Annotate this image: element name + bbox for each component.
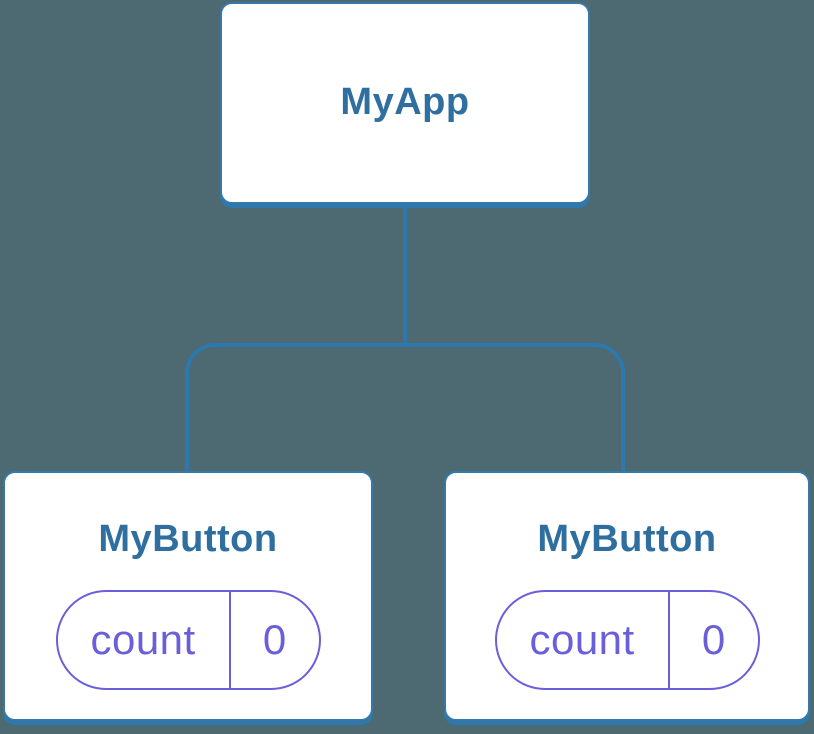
state-key-label: count [497, 591, 670, 688]
child-component-label: MyButton [98, 518, 278, 560]
state-value: 0 [262, 615, 287, 663]
state-pill: count 0 [494, 589, 760, 690]
state-pill: count 0 [55, 589, 321, 690]
root-connector-line [403, 206, 407, 346]
child-component-label: MyButton [537, 518, 717, 560]
state-value: 0 [701, 615, 726, 663]
root-component-card: MyApp [220, 2, 590, 204]
state-key-label: count [58, 591, 231, 688]
child-component-card-left: MyButton count 0 [3, 471, 373, 721]
root-component-label: MyApp [340, 81, 470, 124]
child-component-card-right: MyButton count 0 [444, 471, 810, 721]
children-bracket-connector [185, 343, 625, 471]
